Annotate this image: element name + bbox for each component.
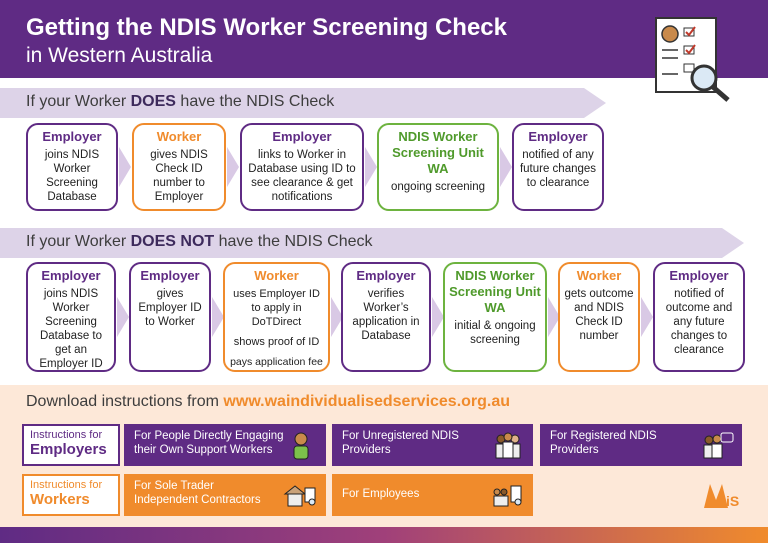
people-group-icon [495, 432, 521, 459]
step-role: Worker [576, 268, 622, 283]
footer-gradient-bar [0, 527, 768, 543]
step-text: gives NDIS Check ID number to Employer [150, 149, 208, 203]
screening-document-icon [655, 17, 730, 102]
s2-step-2: Employer gives Employer ID to Worker [129, 262, 211, 372]
step-text-3: pays application fee [230, 356, 323, 368]
s2-step-5: NDIS Worker Screening Unit WA initial & … [443, 262, 547, 372]
house-document-icon [283, 485, 316, 507]
step-role: Employer [42, 129, 102, 144]
tile-direct-engaging[interactable]: For People Directly Engaging their Own S… [124, 424, 326, 466]
step-role: Worker [254, 268, 299, 283]
step-text-2: shows proof of ID [233, 336, 320, 348]
flow-arrow [548, 297, 560, 337]
step-role: Employer [528, 129, 588, 144]
s2-step-4: Employer verifies Worker’s application i… [341, 262, 431, 372]
workers-label: Instructions for Workers [22, 474, 120, 516]
employers-label: Instructions for Employers [22, 424, 120, 466]
s1-step-2: Worker gives NDIS Check ID number to Emp… [132, 123, 226, 211]
flow-arrow [365, 147, 377, 187]
s2-step-1: Employer joins NDIS Worker Screening Dat… [26, 262, 116, 372]
s1-step-1: Employer joins NDIS Worker Screening Dat… [26, 123, 118, 211]
section-does-banner [0, 88, 584, 118]
step-role: Employer [356, 268, 416, 283]
s2-step-6: Worker gets outcome and NDIS Check ID nu… [558, 262, 640, 372]
flow-arrow [432, 297, 444, 337]
section-does-banner-arrow [584, 88, 606, 118]
step-text: initial & ongoing screening [454, 320, 536, 346]
s1-step-3: Employer links to Worker in Database usi… [240, 123, 364, 211]
header-banner [0, 0, 768, 78]
section-does-not-heading: If your Worker DOES NOT have the NDIS Ch… [26, 233, 373, 250]
section-does-not-banner-arrow [722, 228, 744, 258]
download-link[interactable]: www.waindividualisedservices.org.au [223, 393, 511, 410]
s2-step-7: Employer notified of outcome and any fut… [653, 262, 745, 372]
tile-employees[interactable]: For Employees [332, 474, 533, 516]
step-text: joins NDIS Worker Screening Database to … [39, 288, 103, 370]
employees-document-icon [493, 485, 522, 507]
page-title: Getting the NDIS Worker Screening Check [26, 14, 507, 41]
tile-unregistered-providers[interactable]: For Unregistered NDIS Providers [332, 424, 533, 466]
step-role: NDIS Worker Screening Unit WA [392, 129, 484, 176]
step-role: Worker [156, 129, 202, 144]
flow-arrow [331, 297, 343, 337]
flow-arrow [117, 297, 129, 337]
flow-arrow [641, 297, 653, 337]
s1-step-5: Employer notified of any future changes … [512, 123, 604, 211]
s1-step-4: NDIS Worker Screening Unit WA ongoing sc… [377, 123, 499, 211]
section-does-not-banner [0, 228, 722, 258]
step-text: uses Employer ID to apply in DoTDirect [233, 288, 320, 328]
flow-arrow [500, 147, 512, 187]
download-heading: Download instructions from www.waindivid… [26, 393, 511, 410]
step-role: Employer [272, 129, 332, 144]
step-text: verifies Worker’s application in Databas… [352, 288, 420, 342]
step-role: Employer [669, 268, 729, 283]
person-icon [293, 432, 309, 460]
step-text: joins NDIS Worker Screening Database [44, 149, 100, 203]
flow-arrow [227, 147, 239, 187]
tile-registered-providers[interactable]: For Registered NDIS Providers [540, 424, 742, 466]
wais-logo: iS [704, 484, 739, 509]
tile-sole-trader[interactable]: For Sole Trader Independent Contractors [124, 474, 326, 516]
step-text: ongoing screening [391, 181, 485, 193]
page-subtitle: in Western Australia [26, 44, 213, 67]
flow-arrow [212, 297, 224, 337]
step-text: notified of any future changes to cleara… [519, 149, 597, 189]
step-text: notified of outcome and any future chang… [665, 288, 733, 356]
step-role: NDIS Worker Screening Unit WA [449, 268, 541, 315]
svg-text:iS: iS [726, 493, 739, 509]
step-role: Employer [140, 268, 200, 283]
step-text: gives Employer ID to Worker [138, 288, 202, 328]
registered-provider-icon [703, 432, 734, 459]
flow-arrow [119, 147, 131, 187]
step-text: links to Worker in Database using ID to … [248, 149, 356, 203]
s2-step-3: Worker uses Employer ID to apply in DoTD… [223, 262, 330, 372]
step-role: Employer [41, 268, 101, 283]
section-does-heading: If your Worker DOES have the NDIS Check [26, 93, 335, 110]
step-text: gets outcome and NDIS Check ID number [564, 288, 634, 342]
